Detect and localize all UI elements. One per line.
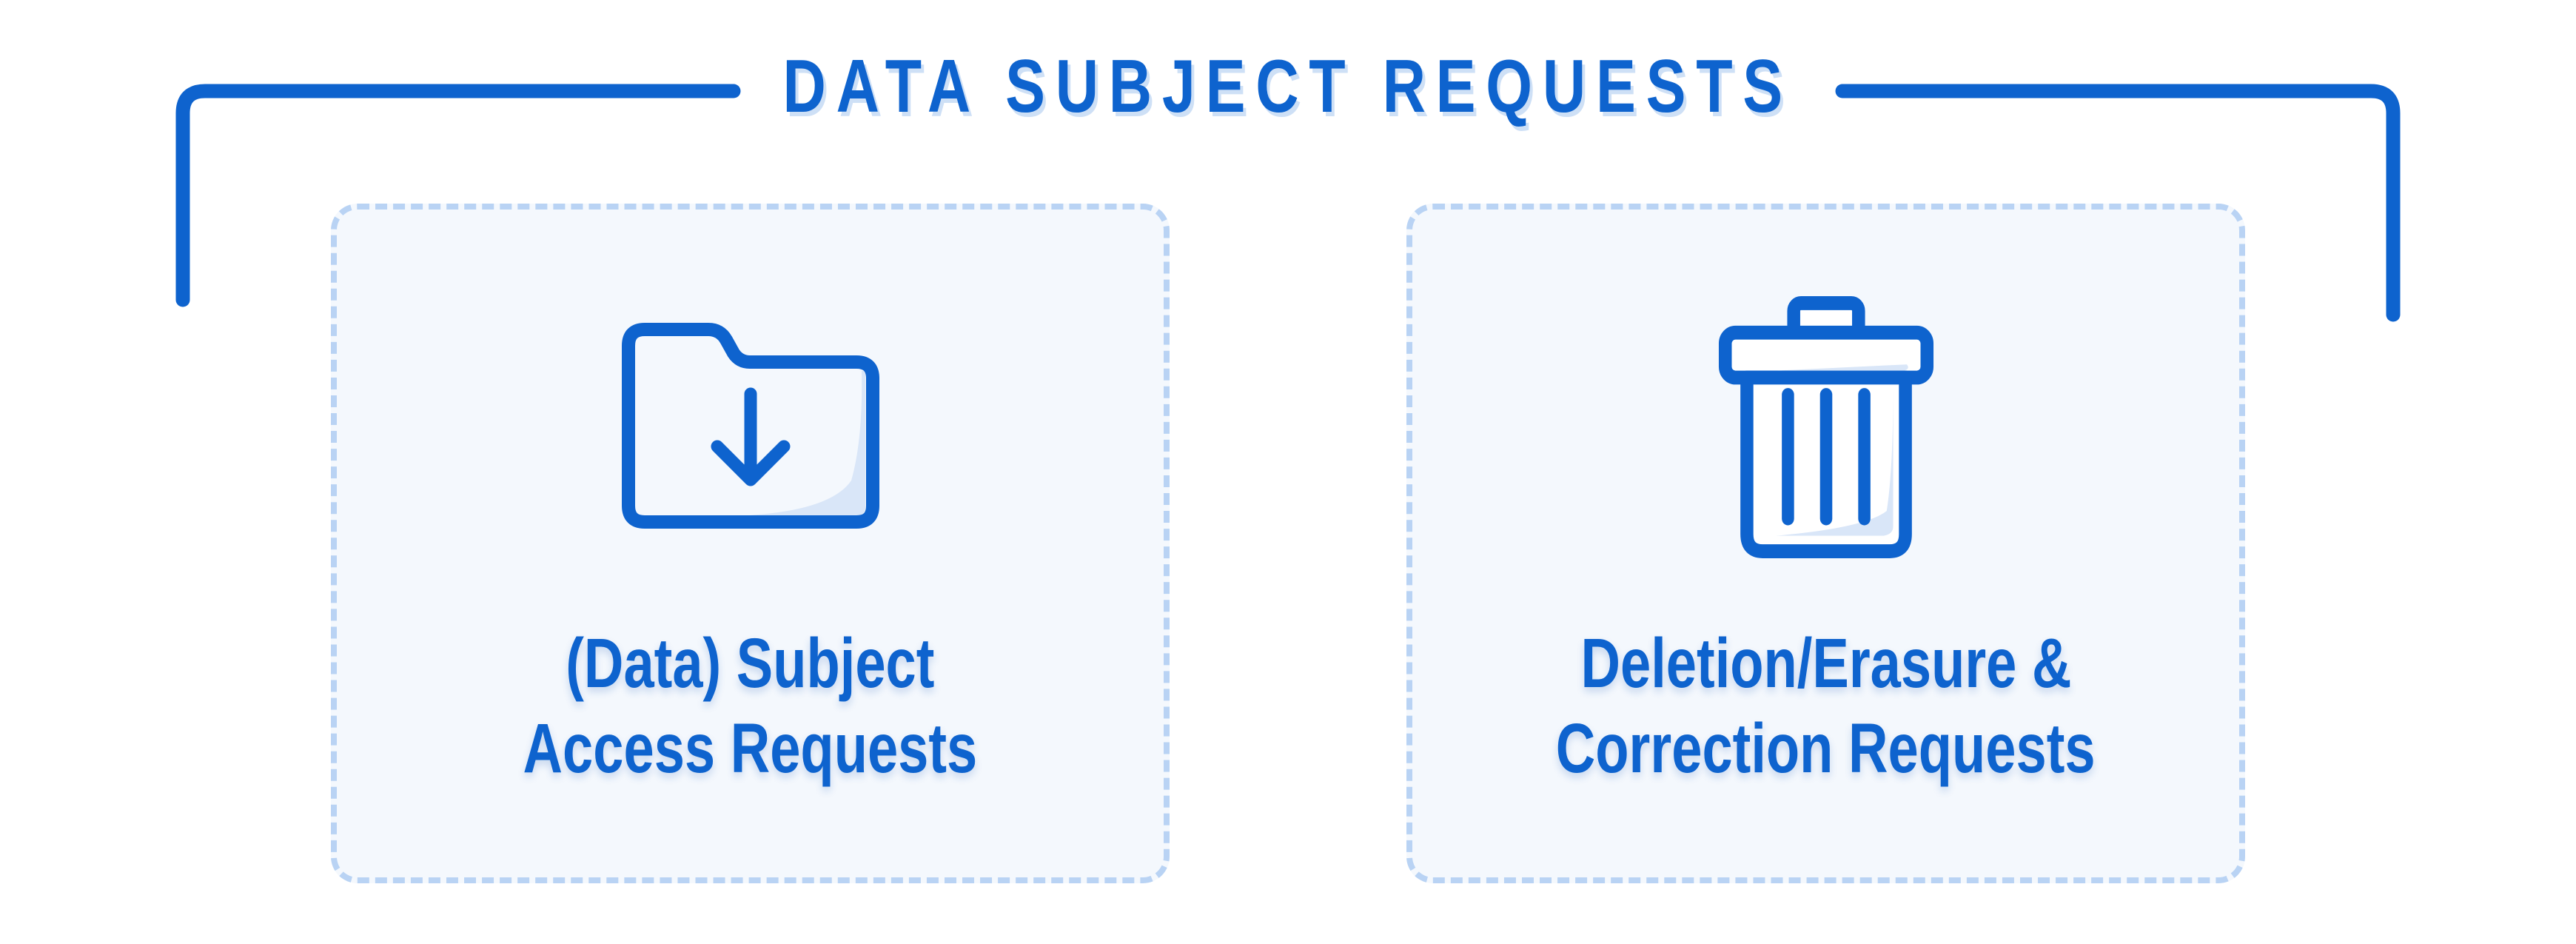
right-bracket-line	[1835, 84, 2401, 322]
card-label-line-2: Correction Requests	[1556, 709, 2096, 788]
card-label: (Data) Subject Access Requests	[337, 621, 1164, 791]
folder-download-icon	[621, 322, 880, 533]
card-subject-access-requests[interactable]: (Data) Subject Access Requests	[331, 204, 1170, 883]
trash-icon	[1718, 295, 1934, 563]
card-label-line-2: Access Requests	[523, 709, 978, 788]
download-arrow-head	[711, 440, 790, 486]
page-title-wrap: DATA SUBJECT REQUESTS	[0, 43, 2576, 130]
card-deletion-correction-requests[interactable]: Deletion/Erasure & Correction Requests	[1406, 204, 2245, 883]
card-label: Deletion/Erasure & Correction Requests	[1412, 621, 2239, 791]
card-label-line-1: (Data) Subject	[566, 624, 935, 703]
trash-body-shading	[1775, 388, 1894, 536]
card-label-line-1: Deletion/Erasure &	[1580, 624, 2071, 703]
folder-outline	[621, 323, 879, 529]
trash-lid-shading	[1777, 364, 1908, 371]
page-title: DATA SUBJECT REQUESTS	[782, 45, 1794, 128]
folder-shading	[748, 371, 865, 515]
left-bracket-line	[175, 84, 741, 307]
